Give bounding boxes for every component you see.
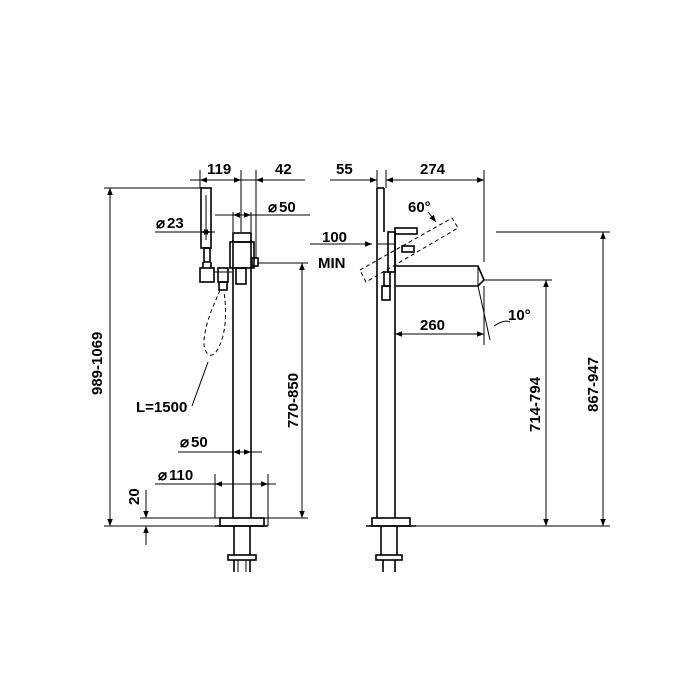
dim-867-947 [496,231,610,526]
lever-swing-outline [359,217,459,283]
front-column [229,232,259,518]
label-angle-60: 60° [408,199,431,216]
label-714-794: 714-794 [527,376,544,432]
label-119: 119 [207,161,231,178]
dim-diameter-110 [155,474,276,526]
dim-base-20 [140,490,220,545]
label-base-20: 20 [126,488,143,505]
angle-10-lines [477,285,511,341]
side-base [366,517,416,572]
dim-260 [395,286,485,345]
angle-60-arc [427,211,437,223]
hose-leader [191,361,209,407]
label-height-770-850: 770-850 [285,373,302,428]
label-hose-length: L=1500 [136,399,187,416]
side-hand-shower [381,227,418,301]
label-diameter-23: ⌀23 [156,215,184,232]
side-view: 55 274 60° 100 MIN 260 10° 714-794 [310,161,610,572]
spout [395,265,485,287]
label-260: 260 [420,317,445,334]
front-view: 119 42 ⌀50 ⌀23 989-1069 L=1500 [89,161,310,572]
label-min: MIN [318,255,346,272]
dim-55-274 [330,170,485,262]
label-42: 42 [275,161,292,178]
dim-119-42 [190,170,305,258]
dim-overall-height [104,187,215,527]
label-274: 274 [420,161,446,178]
label-diameter-110: ⌀110 [158,467,193,484]
dim-diameter-50-top [215,212,310,232]
dim-height-770-850 [258,262,308,519]
label-100: 100 [322,229,347,246]
front-base [215,517,268,572]
shower-hose [203,289,227,356]
label-867-947: 867-947 [585,357,602,412]
label-diameter-50-top: ⌀50 [268,199,296,216]
label-diameter-50-body: ⌀50 [180,434,208,451]
label-angle-10: 10° [508,307,531,324]
dim-714-794 [410,279,610,527]
label-55: 55 [336,161,353,178]
label-overall-height: 989-1069 [89,332,106,395]
hose-connector [217,267,247,291]
side-column [376,187,396,518]
